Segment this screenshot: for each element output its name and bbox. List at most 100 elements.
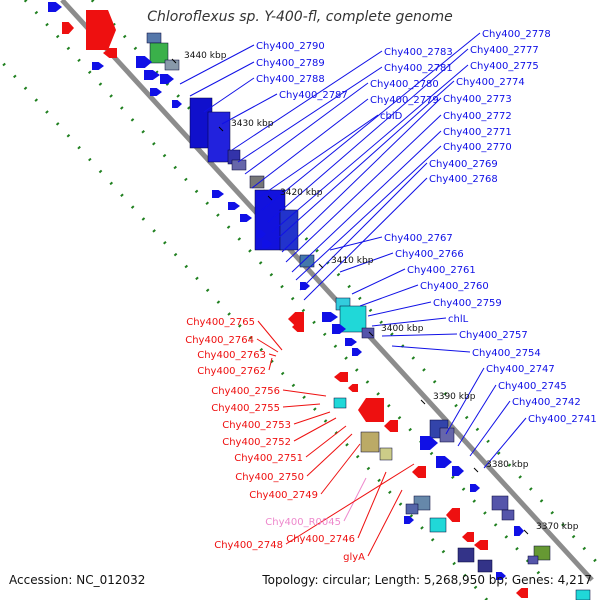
forward-gene-label[interactable]: Chy400_2761 — [407, 265, 476, 276]
reverse-gene-label[interactable]: Chy400_2751 — [234, 453, 303, 464]
gene-arrow-forward — [62, 22, 74, 34]
gene-arrow-forward — [48, 2, 62, 12]
reverse-gene-label[interactable]: Chy400_2762 — [197, 366, 266, 377]
gene-arrow-forward — [92, 62, 104, 70]
forward-gene-connector — [179, 44, 255, 85]
forward-gene-label[interactable]: Chy400_2769 — [429, 159, 498, 170]
reverse-gene-label[interactable]: Chy400_2748 — [214, 540, 283, 551]
forward-gene-label[interactable]: Chy400_2778 — [482, 29, 551, 40]
forward-gene-label[interactable]: Chy400_2789 — [256, 58, 325, 69]
reverse-gene-connector — [343, 477, 367, 522]
gene-arrow-reverse — [358, 398, 384, 422]
genome-backbone — [60, 0, 594, 582]
reverse-gene-label[interactable]: glyA — [343, 552, 365, 563]
forward-gene-connector — [351, 268, 406, 295]
forward-gene-label[interactable]: Chy400_2770 — [443, 142, 512, 153]
forward-gene-connector — [251, 98, 369, 189]
gene-arrow-reverse — [334, 372, 348, 382]
forward-gene-connector — [303, 177, 428, 301]
forward-gene-connector — [483, 417, 527, 469]
reverse-gene-label[interactable]: Chy400_2752 — [222, 437, 291, 448]
scale-tick-mark — [318, 263, 324, 269]
reverse-gene-connector — [305, 425, 347, 458]
forward-gene-label[interactable]: Chy400_2757 — [459, 330, 528, 341]
forward-gene-connector — [457, 384, 497, 447]
forward-gene-label[interactable]: Chy400_2754 — [472, 348, 541, 359]
forward-gene-connector — [299, 162, 428, 291]
forward-gene-label[interactable]: cbiD — [380, 111, 403, 122]
forward-gene-label[interactable]: Chy400_2742 — [512, 397, 581, 408]
reverse-gene-label[interactable]: Chy400_2753 — [222, 420, 291, 431]
forward-gene-label[interactable]: Chy400_2779 — [370, 95, 439, 106]
forward-gene-label[interactable]: Chy400_2788 — [256, 74, 325, 85]
forward-gene-label[interactable]: Chy400_2767 — [384, 233, 453, 244]
gene-arrow-forward — [436, 456, 452, 468]
reverse-gene-connector — [256, 338, 279, 353]
reverse-gene-connector — [320, 443, 361, 495]
scale-tick-label: 3370 kbp — [536, 522, 579, 532]
forward-gene-label[interactable]: Chy400_2781 — [384, 63, 453, 74]
scale-tick-mark — [267, 195, 273, 201]
gene-block — [501, 509, 515, 521]
reverse-gene-label[interactable]: Chy400_2765 — [186, 317, 255, 328]
forward-gene-label[interactable]: Chy400_2760 — [420, 281, 489, 292]
gene-arrow-forward — [172, 100, 182, 108]
reverse-gene-connector — [282, 403, 321, 408]
gene-block — [405, 503, 419, 515]
forward-gene-label[interactable]: chlL — [448, 314, 469, 325]
forward-gene-label[interactable]: Chy400_2745 — [498, 381, 567, 392]
forward-gene-label[interactable]: Chy400_2766 — [395, 249, 464, 260]
gene-arrow-forward — [144, 70, 160, 80]
reverse-gene-label[interactable]: Chy400_2764 — [185, 335, 254, 346]
gene-block — [149, 42, 169, 64]
forward-gene-label[interactable]: Chy400_2759 — [433, 298, 502, 309]
track-guide-line — [23, 0, 547, 582]
forward-gene-label[interactable]: Chy400_2773 — [443, 94, 512, 105]
gene-arrow-forward — [322, 312, 338, 322]
forward-gene-label[interactable]: Chy400_2780 — [370, 79, 439, 90]
reverse-gene-label[interactable]: Chy400_2763 — [197, 350, 266, 361]
reverse-gene-connector — [293, 417, 337, 442]
forward-gene-label[interactable]: Chy400_2772 — [443, 111, 512, 122]
forward-gene-label[interactable]: Chy400_2771 — [443, 127, 512, 138]
gene-block — [429, 517, 447, 533]
forward-gene-label[interactable]: Chy400_2787 — [279, 90, 348, 101]
forward-gene-label[interactable]: Chy400_2747 — [486, 364, 555, 375]
forward-gene-label[interactable]: Chy400_2741 — [528, 414, 597, 425]
gene-arrow-forward — [160, 74, 174, 84]
scale-tick-label: 3390 kbp — [433, 392, 476, 402]
forward-gene-connector — [285, 114, 442, 263]
forward-gene-connector — [267, 48, 469, 223]
gene-arrow-forward — [86, 10, 116, 50]
forward-gene-label[interactable]: Chy400_2790 — [256, 41, 325, 52]
reverse-gene-label[interactable]: Chy400_2755 — [211, 403, 280, 414]
gene-arrow-reverse — [462, 532, 474, 542]
gene-arrow-forward — [352, 348, 362, 356]
forward-gene-label[interactable]: Chy400_2775 — [470, 61, 539, 72]
forward-gene-connector — [381, 333, 458, 337]
gene-labels: Chy400_2790Chy400_2789Chy400_2788Chy400_… — [185, 29, 597, 563]
forward-gene-connector — [371, 317, 447, 327]
reverse-gene-label[interactable]: Chy400_2756 — [211, 386, 280, 397]
gene-arrow-reverse — [292, 322, 304, 332]
genome-summary-text: Topology: circular; Length: 5,268,950 bp… — [262, 573, 592, 587]
gene-arrow-forward — [228, 202, 240, 210]
forward-gene-label[interactable]: Chy400_2768 — [429, 174, 498, 185]
scale-tick-mark — [368, 331, 374, 337]
reverse-gene-label[interactable]: Chy400_2749 — [249, 490, 318, 501]
reverse-gene-connector — [306, 433, 353, 477]
gene-arrow-forward — [452, 466, 464, 476]
forward-gene-label[interactable]: Chy400_2777 — [470, 45, 539, 56]
gene-arrow-forward — [514, 526, 524, 536]
reverse-gene-label[interactable]: Chy400_2746 — [286, 534, 355, 545]
reverse-gene-label[interactable]: Chy400_2750 — [235, 472, 304, 483]
reverse-gene-connector — [282, 389, 327, 397]
rna-gene-label[interactable]: Chy400_R0045 — [265, 517, 341, 528]
forward-gene-label[interactable]: Chy400_2783 — [384, 47, 453, 58]
gene-arrow-reverse — [103, 48, 117, 58]
forward-gene-label[interactable]: Chy400_2774 — [456, 77, 525, 88]
forward-gene-connector — [221, 93, 278, 125]
forward-gene-connector — [261, 32, 481, 211]
